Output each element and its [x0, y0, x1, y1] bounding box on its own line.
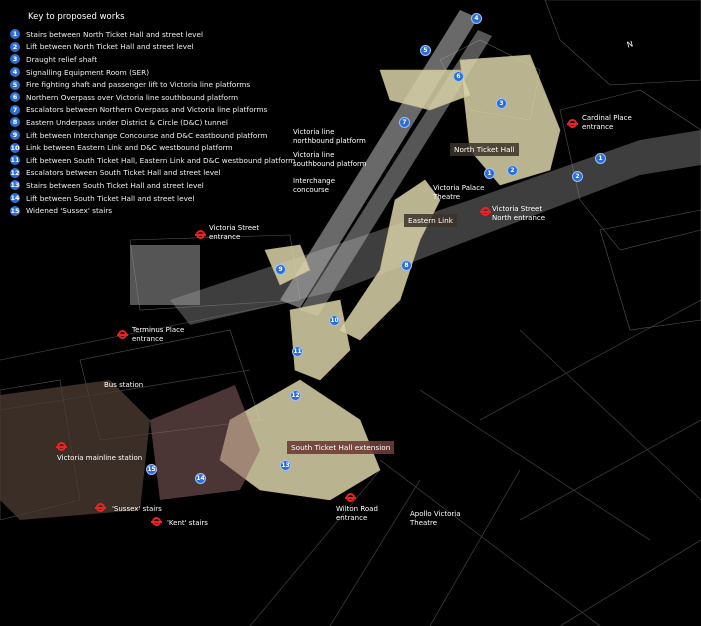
key-item-label: Lift between North Ticket Hall and stree… [26, 42, 194, 52]
key-item-label: Stairs between South Ticket Hall and str… [26, 180, 204, 190]
marker-14: 14 [195, 473, 206, 484]
marker-5: 5 [420, 45, 431, 56]
key-item-number: 11 [10, 155, 20, 166]
key-item-number: 4 [10, 67, 20, 78]
key-item: 8 Eastern Underpass under District & Circ… [10, 116, 310, 129]
key-item: 5 Fire fighting shaft and passenger lift … [10, 78, 310, 91]
key-item-number: 12 [10, 167, 20, 178]
mainline-station-roof [0, 380, 150, 520]
key-item: 14 Lift between South Ticket Hall and str… [10, 192, 310, 205]
key-item-label: Draught relief shaft [26, 54, 98, 64]
underground-roundel-icon [95, 503, 106, 512]
key-item-label: Northern Overpass over Victoria line sou… [26, 92, 239, 102]
key-item: 1 Stairs between North Ticket Hall and st… [10, 28, 310, 41]
marker-9: 9 [275, 264, 286, 275]
key-item: 13 Stairs between South Ticket Hall and s… [10, 179, 310, 192]
key-item-number: 8 [10, 117, 20, 128]
key-item-number: 5 [10, 79, 20, 90]
marker-12: 12 [290, 390, 301, 401]
marker-8: 8 [401, 260, 412, 271]
marker-11: 11 [292, 346, 303, 357]
key-item-number: 13 [10, 180, 20, 191]
marker-4: 4 [471, 13, 482, 24]
key-item-number: 10 [10, 142, 20, 153]
marker-2-north: 2 [507, 165, 518, 176]
key-item-label: Link between Eastern Link and D&C westbo… [26, 143, 233, 153]
marker-15: 15 [146, 464, 157, 475]
key-item-number: 3 [10, 54, 20, 65]
key-item-number: 6 [10, 92, 20, 103]
key-title: Key to proposed works [28, 12, 125, 22]
underground-roundel-icon [151, 517, 162, 526]
key-item-number: 1 [10, 29, 20, 40]
key-list: 1 Stairs between North Ticket Hall and st… [10, 28, 310, 217]
label-kent-stairs: 'Kent' stairs [167, 519, 208, 527]
key-item: 10 Link between Eastern Link and D&C west… [10, 141, 310, 154]
key-item: 7 Escalators between Northern Overpass an… [10, 104, 310, 117]
key-panel: Key to proposed works 1 Stairs between No… [10, 12, 310, 217]
marker-6: 6 [453, 71, 464, 82]
main-ticket-hall [130, 245, 200, 305]
label-mainline-station: Victoria mainline station [57, 454, 143, 462]
underground-roundel-icon [195, 230, 206, 239]
marker-7: 7 [399, 117, 410, 128]
underground-roundel-icon [345, 493, 356, 502]
key-item-number: 9 [10, 130, 20, 141]
key-item-label: Escalators between Northern Overpass and… [26, 105, 268, 115]
key-item-number: 7 [10, 104, 20, 115]
marker-3: 3 [496, 98, 507, 109]
key-item: 3 Draught relief shaft [10, 53, 310, 66]
label-eastern-link: Eastern Link [404, 214, 457, 227]
marker-1-cardinal: 1 [595, 153, 606, 164]
key-item-label: Widened 'Sussex' stairs [26, 206, 113, 216]
label-sussex-stairs: 'Sussex' stairs [112, 505, 162, 513]
marker-1-north: 1 [484, 168, 495, 179]
underground-roundel-icon [480, 207, 491, 216]
key-item: 15 Widened 'Sussex' stairs [10, 204, 310, 217]
key-item-number: 15 [10, 205, 20, 216]
key-item-label: Lift between Interchange Concourse and D… [26, 130, 268, 140]
key-item-number: 2 [10, 41, 20, 52]
key-item-label: Lift between South Ticket Hall, Eastern … [26, 155, 296, 165]
south-hall-zone [150, 385, 260, 500]
key-item-label: Eastern Underpass under District & Circl… [26, 117, 228, 127]
label-bus-station: Bus station [104, 381, 144, 389]
underground-roundel-icon [117, 330, 128, 339]
key-item-label: Fire fighting shaft and passenger lift t… [26, 80, 251, 90]
marker-10: 10 [329, 315, 340, 326]
marker-2-cardinal: 2 [572, 171, 583, 182]
key-item-label: Lift between South Ticket Hall and stree… [26, 193, 195, 203]
key-item-number: 14 [10, 193, 20, 204]
label-south-ticket-hall-extension: South Ticket Hall extension [287, 441, 395, 454]
underground-roundel-icon [56, 442, 67, 451]
key-item-label: Escalators between South Ticket Hall and… [26, 168, 221, 178]
key-item: 11 Lift between South Ticket Hall, Easter… [10, 154, 310, 167]
lift-shaft-structure [289, 299, 351, 381]
northern-overpass [379, 69, 471, 111]
underground-roundel-icon [567, 119, 578, 128]
key-item: 6 Northern Overpass over Victoria line so… [10, 91, 310, 104]
key-item-label: Signalling Equipment Room (SER) [26, 67, 150, 77]
key-item-label: Stairs between North Ticket Hall and str… [26, 29, 204, 39]
key-item: 2 Lift between North Ticket Hall and stre… [10, 41, 310, 54]
key-item: 4 Signalling Equipment Room (SER) [10, 66, 310, 79]
key-item: 12 Escalators between South Ticket Hall a… [10, 167, 310, 180]
label-north-ticket-hall: North Ticket Hall [450, 143, 519, 156]
marker-13: 13 [280, 460, 291, 471]
key-item: 9 Lift between Interchange Concourse and … [10, 129, 310, 142]
interchange-structure [264, 244, 311, 286]
